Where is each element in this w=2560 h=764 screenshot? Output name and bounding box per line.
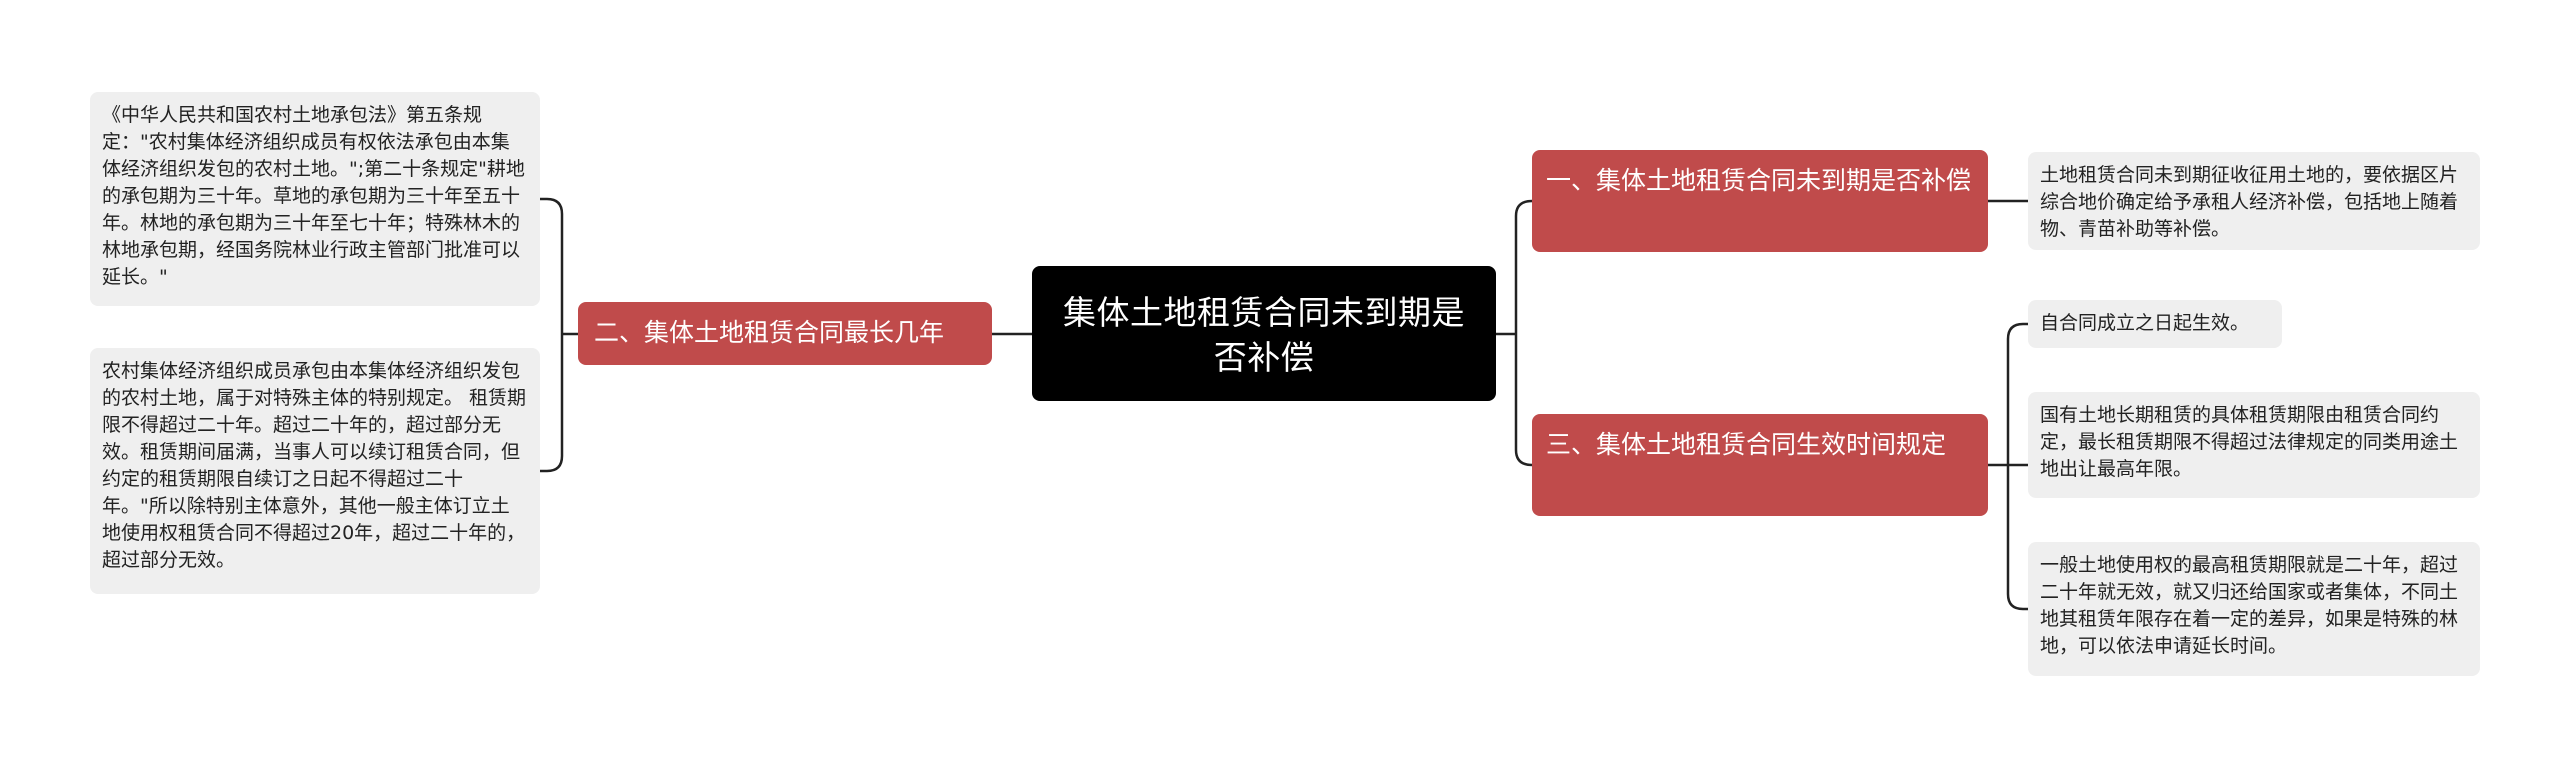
leaf-text: 农村集体经济组织成员承包由本集体经济组织发包的农村土地，属于对特殊主体的特别规定… xyxy=(102,360,527,571)
leaf-text: 土地租赁合同未到期征收征用土地的，要依据区片综合地价确定给予承租人经济补偿，包括… xyxy=(2040,164,2459,240)
leaf-lease-term-limit[interactable]: 农村集体经济组织成员承包由本集体经济组织发包的农村土地，属于对特殊主体的特别规定… xyxy=(90,348,540,594)
branch-label: 一、集体土地租赁合同未到期是否补偿 xyxy=(1546,166,1972,195)
branch-max-lease-term[interactable]: 二、集体土地租赁合同最长几年 xyxy=(578,302,992,365)
leaf-text: 一般土地使用权的最高租赁期限就是二十年，超过二十年就无效，就又归还给国家或者集体… xyxy=(2040,554,2459,657)
leaf-effective-on-formation[interactable]: 自合同成立之日起生效。 xyxy=(2028,300,2282,348)
connector-root-right-bracket xyxy=(1496,199,1533,467)
leaf-max-lease-twenty-years[interactable]: 一般土地使用权的最高租赁期限就是二十年，超过二十年就无效，就又归还给国家或者集体… xyxy=(2028,542,2480,676)
root-topic-label: 集体土地租赁合同未到期是否补偿 xyxy=(1063,293,1465,377)
branch-effective-time[interactable]: 三、集体土地租赁合同生效时间规定 xyxy=(1532,414,1988,516)
branch-label: 三、集体土地租赁合同生效时间规定 xyxy=(1546,430,1947,459)
root-topic[interactable]: 集体土地租赁合同未到期是否补偿 xyxy=(1032,266,1496,401)
branch-compensation[interactable]: 一、集体土地租赁合同未到期是否补偿 xyxy=(1532,150,1988,252)
branch-label: 二、集体土地租赁合同最长几年 xyxy=(594,318,945,347)
leaf-state-land-lease-term[interactable]: 国有土地长期租赁的具体租赁期限由租赁合同约定，最长租赁期限不得超过法律规定的同类… xyxy=(2028,392,2480,498)
leaf-text: 自合同成立之日起生效。 xyxy=(2040,312,2250,334)
leaf-land-contract-law[interactable]: 《中华人民共和国农村土地承包法》第五条规定："农村集体经济组织成员有权依法承包由… xyxy=(90,92,540,306)
connector-left-bracket xyxy=(540,197,578,473)
connector-r3-bracket xyxy=(1988,322,2028,611)
leaf-text: 《中华人民共和国农村土地承包法》第五条规定："农村集体经济组织成员有权依法承包由… xyxy=(102,104,525,288)
leaf-text: 国有土地长期租赁的具体租赁期限由租赁合同约定，最长租赁期限不得超过法律规定的同类… xyxy=(2040,404,2459,480)
leaf-compensation-detail[interactable]: 土地租赁合同未到期征收征用土地的，要依据区片综合地价确定给予承租人经济补偿，包括… xyxy=(2028,152,2480,250)
